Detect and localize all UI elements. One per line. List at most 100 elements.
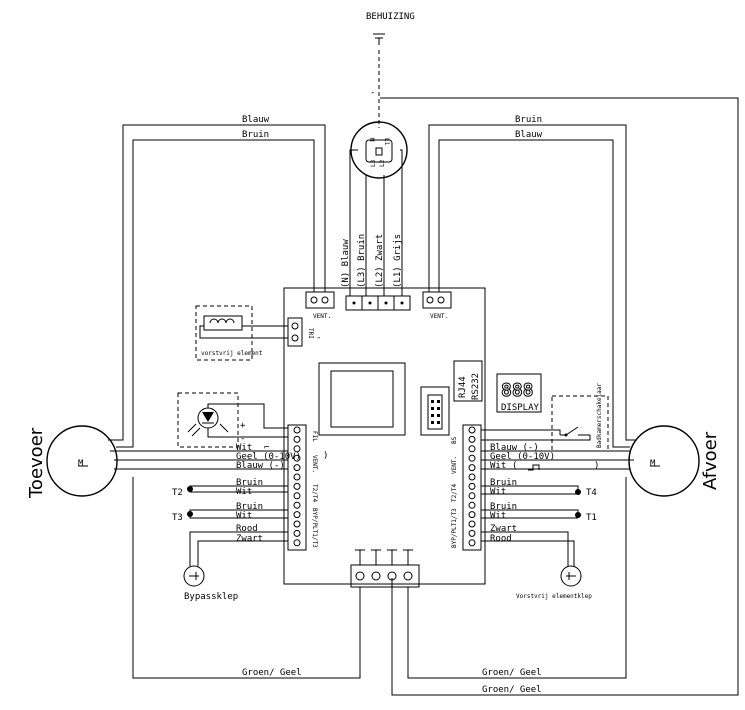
motor-right-m: M — [650, 459, 656, 469]
sensor-t1 — [575, 512, 581, 518]
vent-connector-left — [305, 291, 335, 309]
left-term-wit-t3: Wit — [236, 511, 252, 521]
led-box — [177, 392, 239, 448]
badkamer-box — [551, 395, 609, 452]
terminal-screw — [293, 492, 301, 500]
sensor-t4-label: T4 — [586, 488, 597, 498]
left-term-bruin-t3: Bruin — [236, 502, 263, 512]
wire-right-blauw-label: Blauw — [515, 130, 543, 140]
ground-icon — [373, 33, 385, 45]
tri-minus: - — [316, 333, 321, 343]
earth-minus: - — [370, 88, 375, 98]
right-term-zwart: Zwart — [490, 524, 517, 534]
bypassklep-icon — [183, 565, 205, 587]
left-terminal-screws — [293, 426, 301, 547]
heating-coil-icon — [203, 315, 243, 331]
tri-connector — [287, 317, 303, 347]
wire-left-blauw — [108, 124, 326, 441]
right-term-bruin-t1: Bruin — [490, 502, 517, 512]
vorstvrij-element-box — [195, 305, 253, 361]
wire-badkamer-1 — [481, 429, 561, 435]
left-term-blauw: Blauw (-) — [236, 461, 285, 471]
fil-wave-icon: ⌐ — [264, 443, 269, 453]
terminal-screw — [468, 445, 476, 453]
elementklep-icon — [560, 565, 582, 587]
terminal-screw — [293, 464, 301, 472]
left-group-byp: BYP/PLT1/T3 — [311, 508, 318, 548]
terminal-screw — [468, 492, 476, 500]
earth-left-label: Groen/ Geel — [242, 668, 302, 678]
terminal-screw — [293, 511, 301, 519]
left-terminal-block — [287, 424, 307, 551]
switch-pin-l1: L1 — [383, 138, 390, 146]
supply-wire-n: (N) Blauw — [341, 239, 351, 288]
led-minus: - — [240, 434, 245, 444]
left-term-geel: Geel (0-10V) — [236, 452, 301, 462]
supply-wire-l1: (L1) Grijs — [393, 234, 403, 288]
wire-right-blauw — [438, 139, 630, 448]
switch-pin-l2: L2 — [379, 159, 386, 167]
supply-wire-l2: (L2) Zwart — [375, 234, 385, 288]
right-terminal-block — [462, 424, 482, 551]
right-terminal-screws — [468, 426, 476, 547]
wire-left-bruin-label: Bruin — [242, 130, 269, 140]
terminal-screw — [468, 473, 476, 481]
terminal-screw — [468, 529, 476, 537]
left-term-wit-fil: Wit — [236, 443, 252, 453]
terminal-screw — [293, 501, 301, 509]
sensor-t3-label: T3 — [172, 513, 183, 523]
earth-loop-right — [380, 97, 739, 696]
sensor-t1-label: T1 — [586, 513, 597, 523]
transformer — [318, 362, 406, 436]
rj44-label: RJ44 — [458, 376, 468, 398]
earth-wire-right — [407, 477, 627, 679]
switch-pin-n: N — [368, 138, 375, 142]
earth-wire-left — [132, 477, 361, 679]
right-group-t2t4: T2/T4 — [451, 484, 458, 502]
wire-led-plus — [207, 403, 288, 429]
supply-terminal — [345, 295, 411, 311]
right-paren-close: ) — [594, 461, 599, 471]
wire-badkamer-2 — [481, 435, 591, 441]
left-term-zwart: Zwart — [236, 534, 263, 544]
right-term-wit-t1: Wit — [490, 511, 506, 521]
header-connector — [420, 386, 450, 436]
right-term-bruin-t4: Bruin — [490, 478, 517, 488]
behuizing-label: BEHUIZING — [366, 12, 415, 22]
wire-led-minus — [207, 428, 288, 438]
terminal-screw — [293, 445, 301, 453]
motor-left-m: M — [78, 459, 84, 469]
earth-terminal — [350, 549, 420, 588]
terminal-screw — [293, 520, 301, 528]
left-term-rood: Rood — [236, 524, 258, 534]
elementklep-label: Vorstvrij elementklep — [516, 593, 592, 600]
right-term-blauw: Blauw (-) — [490, 443, 539, 453]
terminal-screw — [293, 482, 301, 490]
display-digits: 888 — [501, 380, 534, 401]
sensor-t2 — [187, 486, 193, 492]
sensor-t3 — [187, 511, 193, 517]
terminal-screw — [293, 454, 301, 462]
earth-right-label: Groen/ Geel — [482, 668, 542, 678]
earth-outer-label: Groen/ Geel — [482, 685, 542, 695]
toevoer-label: Toevoer — [26, 427, 47, 499]
terminal-screw — [468, 435, 476, 443]
power-switch — [350, 121, 408, 179]
right-group-vent: VENT. — [451, 456, 458, 474]
display-panel — [496, 373, 542, 413]
left-group-fil: FIL — [311, 431, 318, 442]
badkamer-label: Badkamerschakelaar — [596, 383, 603, 448]
right-term-wit-t4: Wit — [490, 487, 506, 497]
terminal-screw — [468, 454, 476, 462]
motor-left-icon — [46, 425, 118, 497]
vorstvrij-element-label: vorstvrij element — [201, 350, 263, 357]
led-plus: + — [240, 421, 246, 431]
transformer-core — [330, 370, 394, 428]
wire-left-bruin — [116, 139, 315, 448]
terminal-screw — [293, 473, 301, 481]
right-group-byp: BYP/PLT1/T3 — [451, 508, 458, 548]
wire-right-bruin — [428, 124, 637, 441]
sensor-t4 — [575, 489, 581, 495]
left-group-vent: VENT. — [311, 455, 318, 473]
supply-wires — [349, 149, 403, 296]
